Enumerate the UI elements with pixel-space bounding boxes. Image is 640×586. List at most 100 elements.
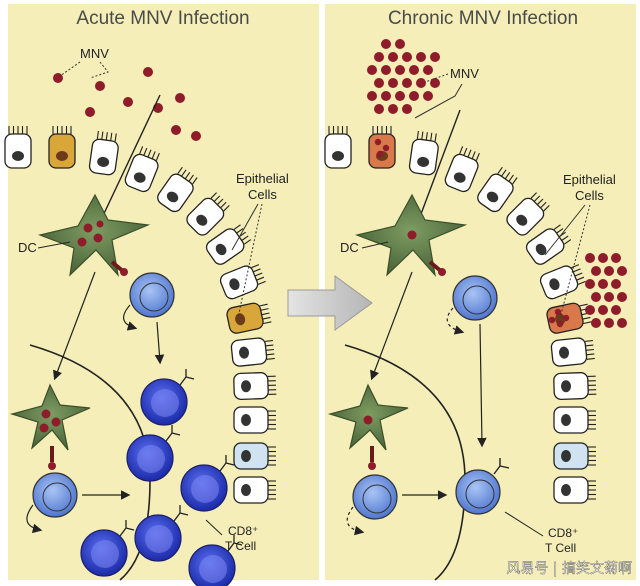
- acute-epi-cell-col-5: [233, 442, 276, 470]
- acute-epi-cell-top-2: [88, 130, 119, 176]
- chronic-mnv-basolateral-particle-6: [585, 279, 595, 289]
- acute-proliferation-arrow-node: [26, 504, 43, 534]
- chronic-mnv-basolateral-particle-13: [598, 305, 608, 315]
- chronic-intracellular-virus-0: [374, 138, 382, 146]
- chronic-mnv-basolateral-particle-15: [591, 318, 601, 328]
- chronic-mnv-lumen-particle-19: [395, 91, 405, 101]
- chronic-cd8-t-cell: [455, 458, 510, 515]
- acute-epithelial-pointer-1: [231, 203, 259, 251]
- acute-epi-cell-col-0: [219, 264, 266, 300]
- acute-mnv-particle-6: [191, 131, 201, 141]
- chronic-intracellular-virus-6: [548, 316, 556, 324]
- acute-cd8-label-2: T Cell: [225, 539, 256, 553]
- acute-dendritic-cell: [37, 193, 151, 277]
- chronic-migration-arrow: [370, 271, 413, 381]
- chronic-epithelial-label-2: Cells: [575, 188, 604, 203]
- acute-epi-cell-col-4: [233, 406, 276, 434]
- chronic-epi-cell-col-6: [553, 476, 596, 504]
- acute-epithelial-pointer-2: [237, 203, 263, 319]
- chronic-mnv-basolateral-particle-10: [604, 292, 614, 302]
- chronic-epi-cell-col-5: [553, 442, 596, 470]
- acute-mnv-leader: [89, 61, 109, 79]
- chronic-epi-cell-col-0: [539, 264, 586, 300]
- acute-proliferation-arrow-top: [123, 304, 138, 331]
- acute-cd8-effector-4: [80, 520, 135, 577]
- chronic-mnv-lumen-particle-10: [409, 65, 419, 75]
- chronic-epithelial-pointer-1: [544, 204, 586, 256]
- chronic-mnv-lumen-particle-14: [402, 78, 412, 88]
- chronic-mnv-lumen-particle-23: [388, 104, 398, 114]
- chronic-mnv-basolateral-particle-7: [598, 279, 608, 289]
- acute-cd8-pointer: [205, 519, 223, 536]
- chronic-mnv-lumen-particle-9: [395, 65, 405, 75]
- chronic-intracellular-virus-1: [382, 144, 390, 152]
- chronic-mnv-lumen-particle-8: [381, 65, 391, 75]
- acute-synapse-dot-node: [48, 462, 56, 470]
- chronic-mnv-lumen-particle-6: [430, 52, 440, 62]
- acute-mnv-label: MNV: [80, 46, 109, 61]
- chronic-mnv-lumen-particle-11: [423, 65, 433, 75]
- chronic-synapse-dot-node: [368, 462, 376, 470]
- chronic-expansion-arrow: [477, 323, 487, 448]
- chronic-epithelial-label-1: Epithelial: [563, 172, 616, 187]
- acute-epi-cell-top-1: [48, 126, 76, 169]
- acute-cd8-effector-2: [180, 455, 235, 512]
- chronic-naive-t-cell-top: [452, 275, 498, 321]
- chronic-epithelial-pointer-2: [559, 204, 591, 319]
- chronic-epi-cell-col-4: [553, 406, 596, 434]
- acute-cd8-effector-1: [126, 425, 181, 482]
- acute-dc-dendrite: [99, 94, 161, 223]
- chronic-mnv-lumen-particle-0: [381, 39, 391, 49]
- chronic-epi-cell-top-2: [408, 130, 439, 176]
- chronic-dendritic-cell: [354, 193, 468, 277]
- acute-mnv-particle-8: [171, 125, 181, 135]
- acute-epi-cell-col-2: [230, 337, 275, 367]
- acute-mnv-particle-7: [85, 107, 95, 117]
- chronic-mnv-lumen-particle-7: [367, 65, 377, 75]
- watermark: 风易号 | 搞笑文菊啊: [506, 561, 632, 577]
- acute-mnv-particle-2: [143, 67, 153, 77]
- acute-epi-cell-top-0: [4, 126, 32, 169]
- acute-epi-cell-top-3: [124, 146, 160, 193]
- acute-panel-title: Acute MNV Infection: [76, 8, 249, 29]
- chronic-dendritic-cell-node: [327, 383, 409, 451]
- chronic-mnv-label: MNV: [450, 66, 479, 81]
- acute-mnv-particle-3: [123, 97, 133, 107]
- chronic-mnv-lumen-particle-16: [430, 78, 440, 88]
- chronic-mnv-basolateral-particle-16: [604, 318, 614, 328]
- chronic-mnv-lumen-particle-17: [367, 91, 377, 101]
- chronic-intracellular-virus-5: [556, 320, 564, 328]
- chronic-epithelium: [324, 126, 597, 504]
- chronic-intracellular-virus-2: [376, 150, 384, 158]
- acute-epi-cell-top-5: [186, 192, 230, 236]
- chronic-mnv-leader-2: [414, 83, 463, 119]
- chronic-dc-pointer: [361, 241, 389, 249]
- acute-epi-cell-col-6: [233, 476, 276, 504]
- chronic-mnv-basolateral-particle-8: [611, 279, 621, 289]
- chronic-epi-cell-col-3: [553, 372, 597, 401]
- chronic-mnv-basolateral-particle-12: [585, 305, 595, 315]
- acute-cd8-label-1: CD8⁺: [228, 524, 258, 538]
- chronic-cd8-label-1: CD8⁺: [548, 526, 578, 540]
- chronic-mnv-basolateral-particle-11: [617, 292, 627, 302]
- chronic-mnv-basolateral-particle-3: [591, 266, 601, 276]
- acute-epi-cell-col-3: [233, 372, 277, 401]
- chronic-mnv-basolateral-particle-14: [611, 305, 621, 315]
- chronic-naive-t-cell-node: [352, 474, 398, 520]
- transition-arrow: [287, 275, 373, 331]
- chronic-mnv-lumen-particle-2: [374, 52, 384, 62]
- chronic-panel-title: Chronic MNV Infection: [388, 8, 578, 29]
- chronic-mnv-basolateral-particle-9: [591, 292, 601, 302]
- chronic-mnv-lumen-particle-15: [416, 78, 426, 88]
- chronic-epi-cell-top-1: [368, 126, 396, 169]
- chronic-intracellular-virus-4: [562, 314, 570, 322]
- chronic-mnv-basolateral-particle-17: [617, 318, 627, 328]
- chronic-dc-label: DC: [340, 240, 359, 255]
- chronic-mnv-leader: [424, 73, 449, 83]
- chronic-mnv-lumen-particle-21: [423, 91, 433, 101]
- chronic-mnv-basolateral-particle-1: [598, 253, 608, 263]
- chronic-mnv-lumen-particle-4: [402, 52, 412, 62]
- acute-mnv-leader-2: [59, 61, 81, 77]
- chronic-epi-cell-top-0: [324, 126, 352, 169]
- chronic-mnv-lumen-particle-13: [388, 78, 398, 88]
